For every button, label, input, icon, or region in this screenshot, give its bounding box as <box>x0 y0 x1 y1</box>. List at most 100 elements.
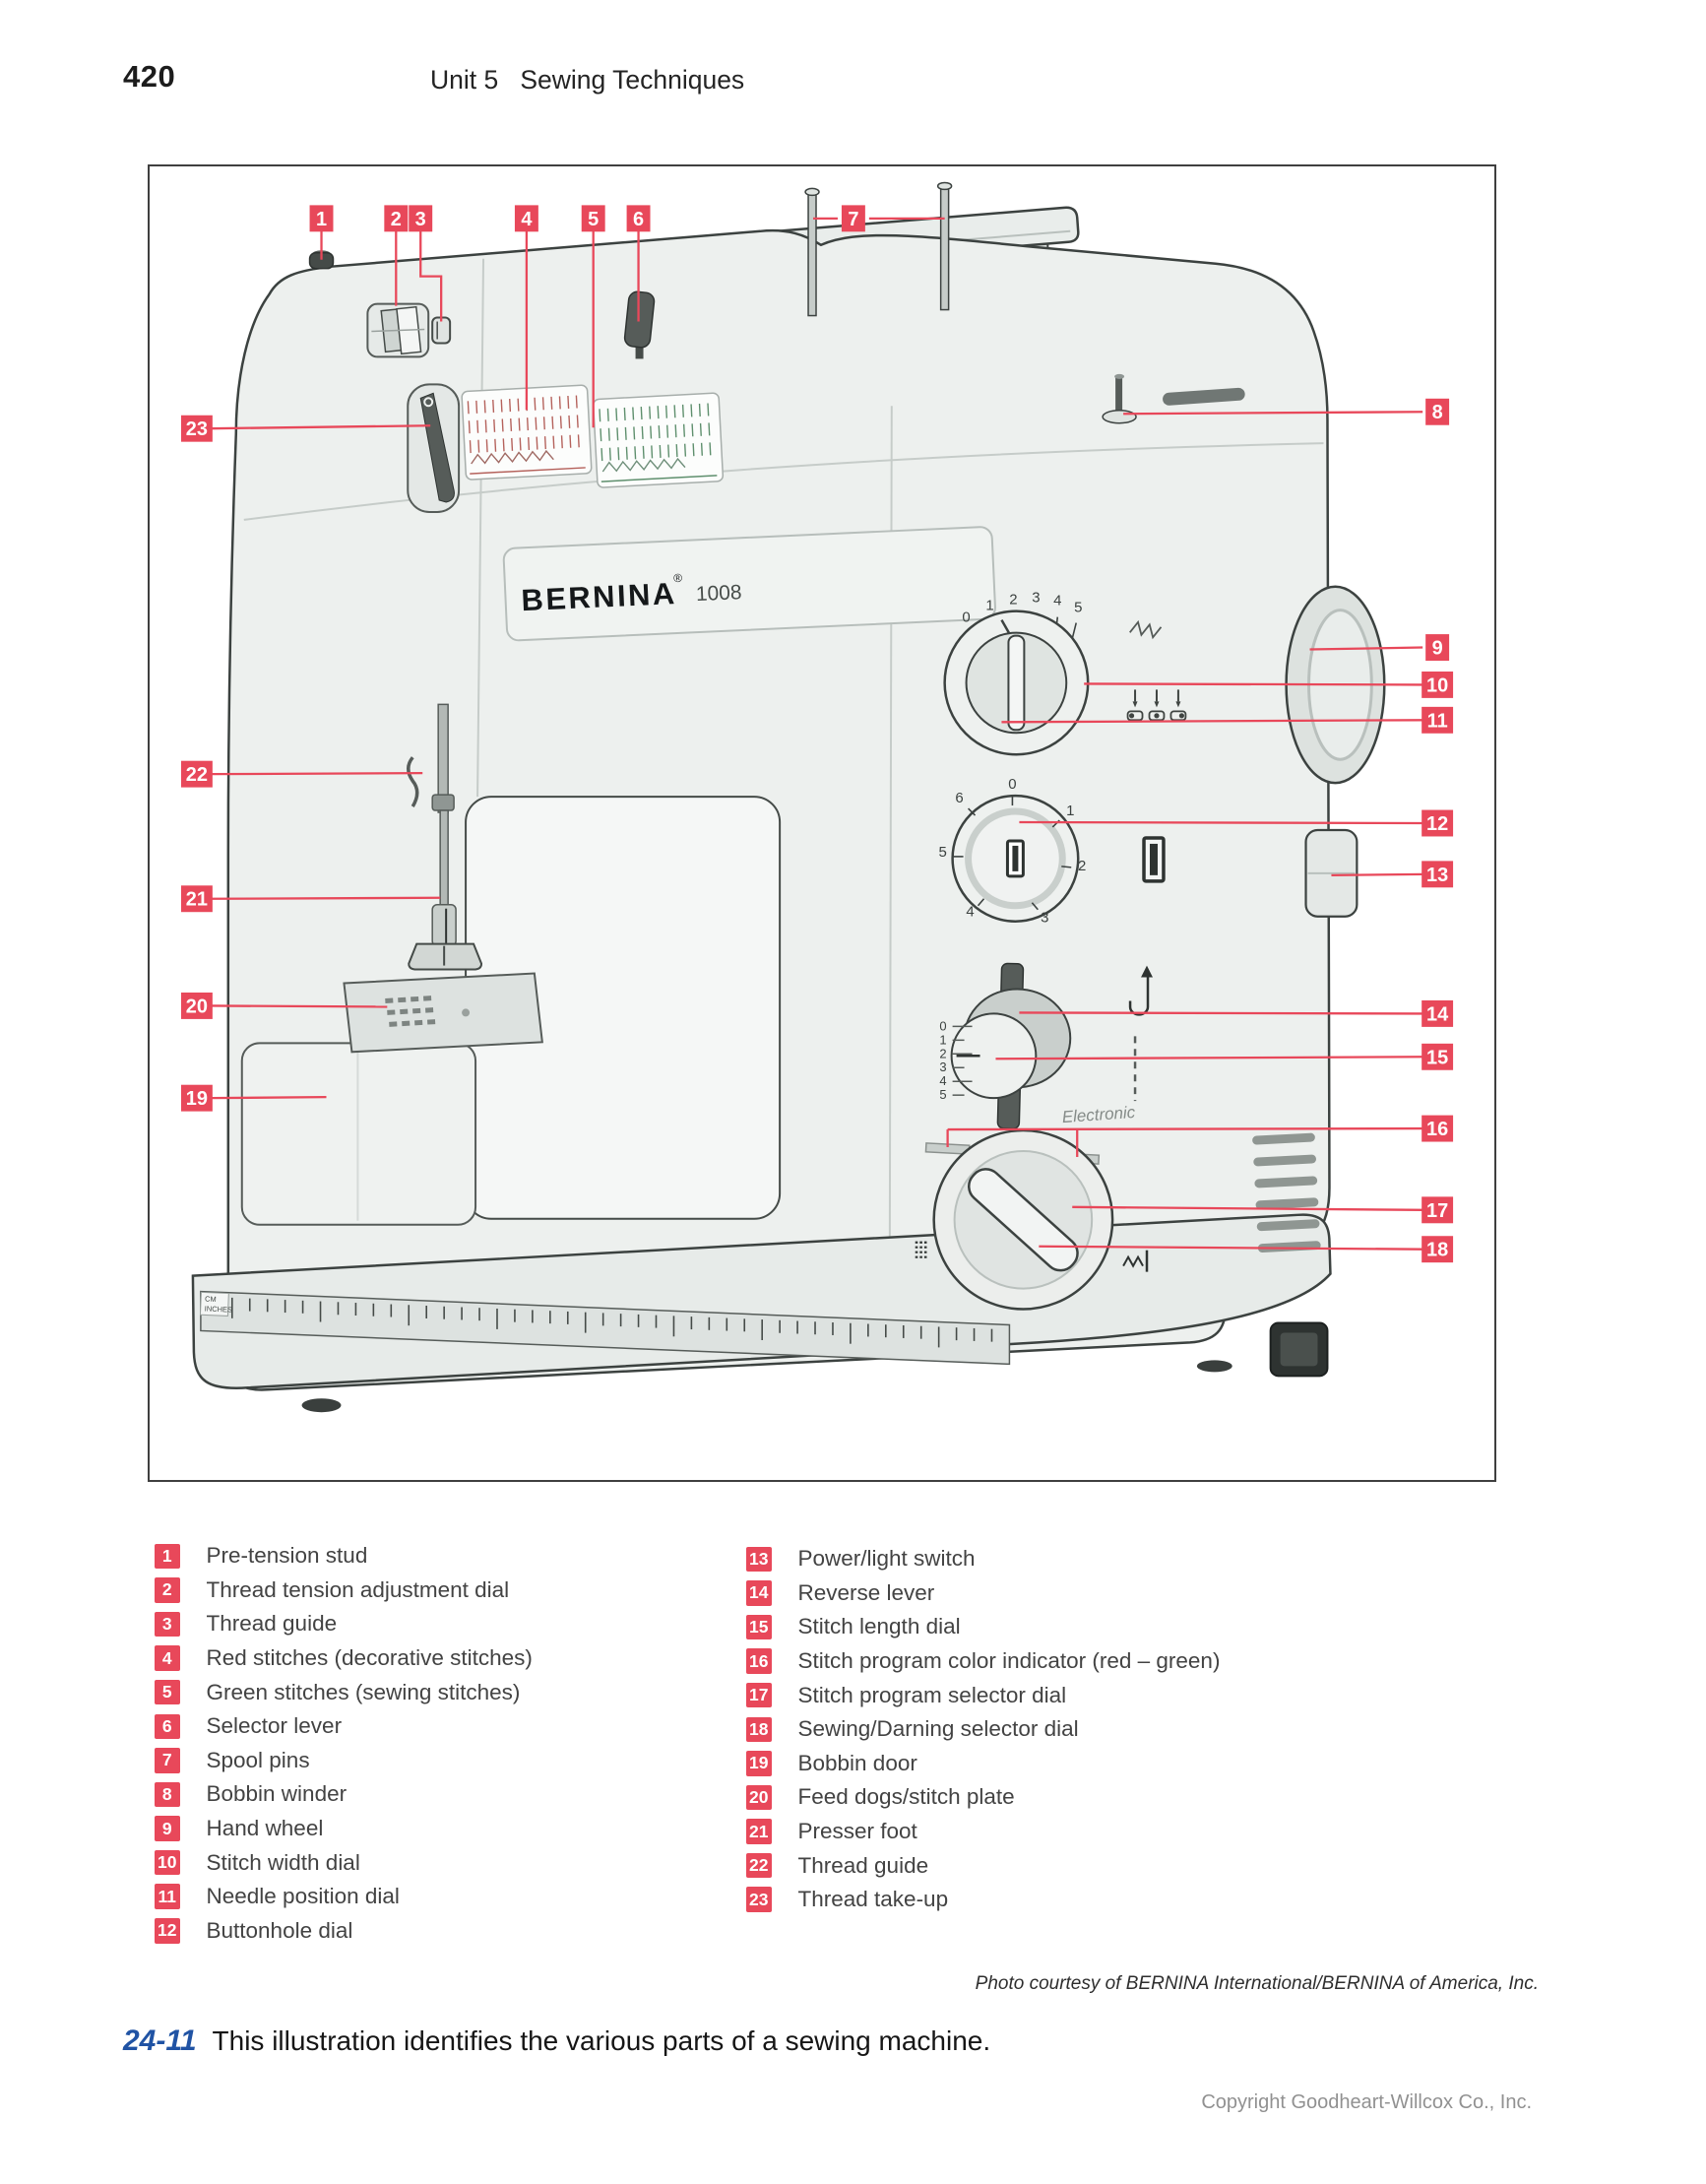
legend-number-badge: 22 <box>746 1852 772 1879</box>
presser-foot-assembly <box>408 703 483 971</box>
callout-8: 8 <box>1123 398 1450 425</box>
svg-text:15: 15 <box>1426 1047 1448 1068</box>
svg-text:0: 0 <box>1008 776 1016 793</box>
svg-text:21: 21 <box>186 889 208 911</box>
svg-text:5: 5 <box>1074 600 1082 616</box>
legend-number-badge: 15 <box>746 1614 772 1640</box>
svg-text:6: 6 <box>633 209 644 230</box>
legend-label: Hand wheel <box>206 1816 324 1841</box>
callout-13: 13 <box>1331 861 1454 888</box>
callout-16: 16 <box>946 1115 1454 1157</box>
green-stitch-chart <box>593 392 725 488</box>
legend-number-badge: 10 <box>155 1849 180 1876</box>
svg-text:10: 10 <box>1426 674 1448 696</box>
callout-11: 11 <box>1001 706 1454 734</box>
callout-15: 15 <box>995 1043 1454 1070</box>
svg-text:3: 3 <box>415 209 426 230</box>
spool-pins <box>804 181 953 317</box>
svg-text:1: 1 <box>985 598 993 614</box>
legend-number-badge: 18 <box>746 1716 772 1743</box>
legend-label: Stitch length dial <box>797 1614 961 1639</box>
machine-foot <box>301 1398 342 1413</box>
callout-12: 12 <box>1019 809 1454 837</box>
legend-number-badge: 13 <box>746 1546 772 1573</box>
svg-text:2: 2 <box>391 209 402 230</box>
legend-number-badge: 16 <box>746 1648 772 1674</box>
legend-number-badge: 3 <box>155 1611 180 1638</box>
svg-text:7: 7 <box>848 209 858 230</box>
callout-7: 7 <box>813 205 945 232</box>
svg-text:5: 5 <box>939 1087 946 1102</box>
callout-19: 19 <box>180 1084 327 1112</box>
legend-label: Stitch width dial <box>206 1849 360 1875</box>
svg-text:12: 12 <box>1426 813 1448 835</box>
machine-foot <box>1196 1360 1232 1373</box>
svg-text:0: 0 <box>962 610 970 626</box>
legend-number-badge: 19 <box>746 1751 772 1776</box>
legend-label: Thread guide <box>797 1852 929 1878</box>
callout-6: 6 <box>626 205 651 322</box>
body-seam <box>243 442 1324 521</box>
legend-item: 9 Hand wheel <box>155 1812 726 1846</box>
svg-text:8: 8 <box>1432 402 1443 423</box>
legend-label: Buttonhole dial <box>206 1917 353 1943</box>
ruler-tick-marks <box>230 1297 993 1348</box>
svg-text:3: 3 <box>1041 910 1048 927</box>
sewing-icon <box>1122 1250 1149 1272</box>
svg-text:22: 22 <box>186 764 208 786</box>
legend-label: Needle position dial <box>206 1884 400 1909</box>
legend-item: 12 Buttonhole dial <box>155 1914 726 1949</box>
page-number: 420 <box>123 59 176 94</box>
legend-label: Stitch program selector dial <box>797 1682 1067 1707</box>
legend-number-badge: 20 <box>746 1784 772 1811</box>
svg-text:4: 4 <box>939 1073 946 1088</box>
figure-caption-text: This illustration identifies the various… <box>212 2025 991 2056</box>
callout-10: 10 <box>1084 671 1454 698</box>
svg-text:14: 14 <box>1426 1003 1448 1025</box>
svg-text:20: 20 <box>186 996 208 1017</box>
zigzag-icon <box>1129 619 1163 640</box>
ventilation-slots <box>1252 1132 1321 1253</box>
legend-item: 10 Stitch width dial <box>155 1845 726 1880</box>
buttonhole-icon-panel <box>1142 836 1166 883</box>
legend-label: Reverse lever <box>797 1579 935 1605</box>
svg-text:2: 2 <box>939 1046 946 1060</box>
thread-take-up <box>407 383 461 513</box>
ruler-unit-cm: CM <box>205 1295 217 1304</box>
unit-header: Unit 5 Sewing Techniques <box>430 65 745 95</box>
sewing-machine-illustration: CM INCHES <box>180 181 1454 1413</box>
svg-text:1: 1 <box>939 1032 946 1047</box>
bobbin-winder <box>1102 373 1245 424</box>
brand-plate: BERNINA ® 1008 <box>502 526 996 642</box>
svg-text:23: 23 <box>186 418 208 440</box>
svg-text:17: 17 <box>1426 1200 1448 1222</box>
stitch-plate <box>343 972 543 1054</box>
legend-number-badge: 6 <box>155 1713 180 1740</box>
reverse-icon <box>1128 965 1153 1102</box>
brand-logo: BERNINA <box>521 576 678 617</box>
legend-number-badge: 23 <box>746 1887 772 1912</box>
svg-text:5: 5 <box>938 844 946 861</box>
legend-number-badge: 7 <box>155 1748 180 1773</box>
legend-number-badge: 9 <box>155 1816 180 1841</box>
legend-number-badge: 8 <box>155 1781 180 1808</box>
presser-foot <box>408 942 483 971</box>
sewing-machine-figure: CM INCHES <box>148 164 1496 1482</box>
legend-number-badge: 12 <box>155 1918 180 1944</box>
dial-pointer <box>1000 619 1011 635</box>
photo-credit: Photo courtesy of BERNINA International/… <box>975 1973 1539 1994</box>
head-seam <box>476 258 485 798</box>
